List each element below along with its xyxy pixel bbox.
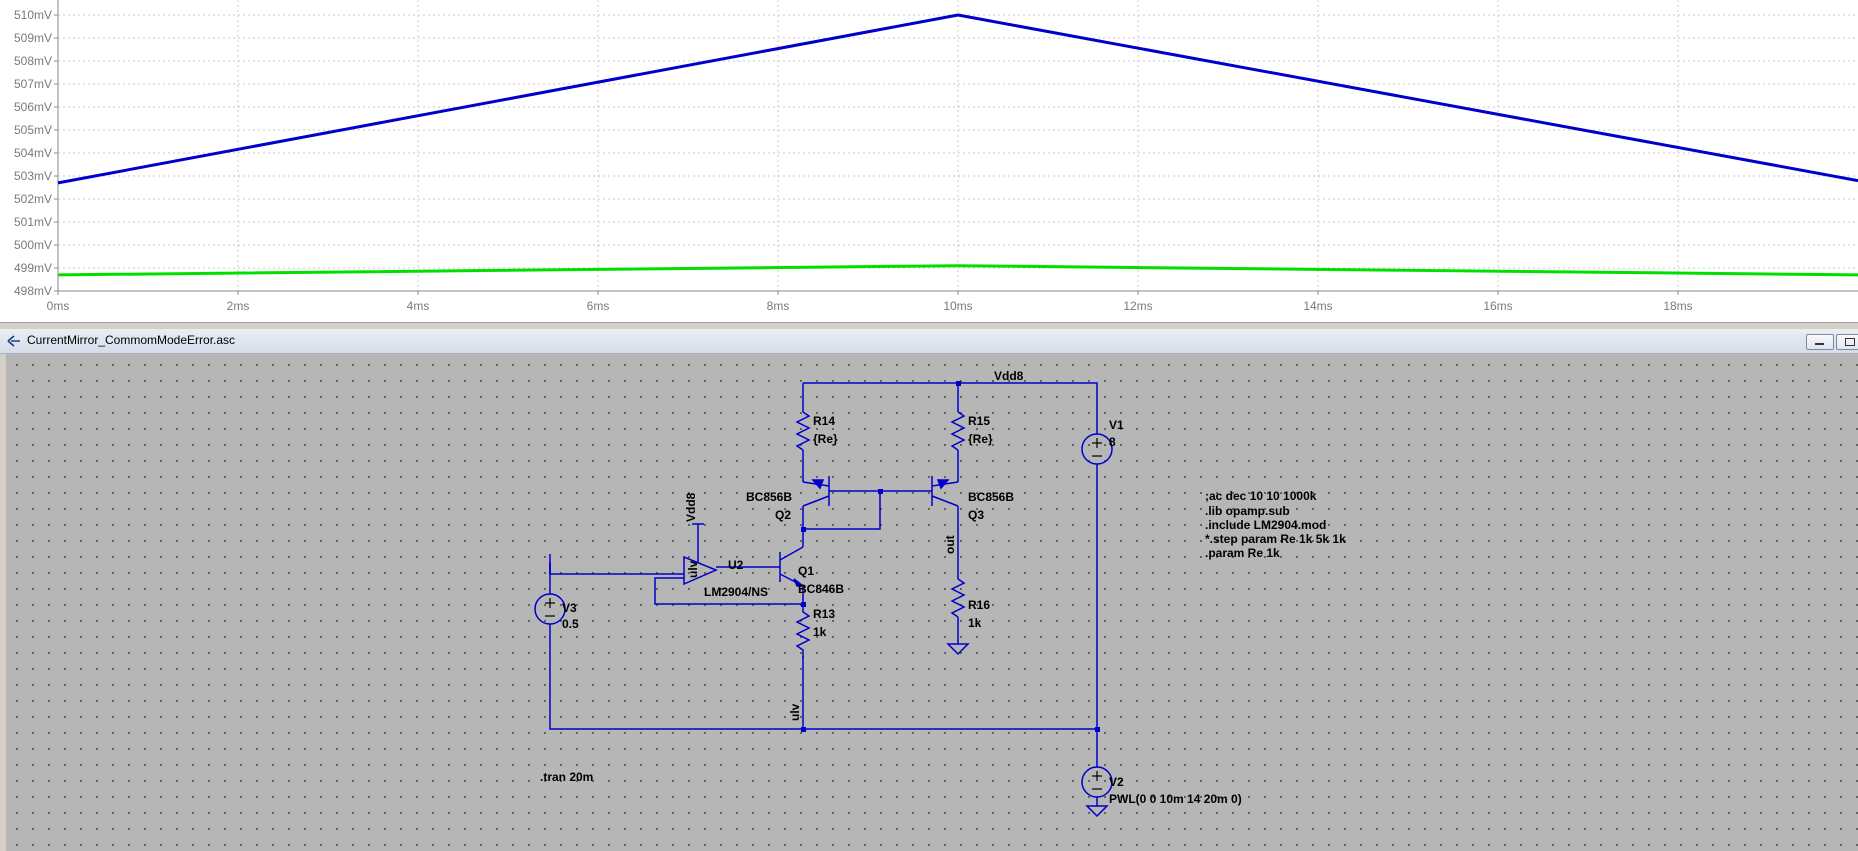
y-tick-label: 510mV: [14, 8, 52, 22]
waveform-plot-pane[interactable]: 498mV 499mV 500mV 501mV 502mV 503mV 504mV 505mV…: [0, 0, 1858, 322]
R13-name: R13: [813, 607, 835, 621]
waveform-chart[interactable]: 498mV 499mV 500mV 501mV 502mV 503mV 504mV 505mV…: [0, 0, 1858, 322]
y-tick-label: 501mV: [14, 215, 52, 229]
transistor-Q1-arrow: [793, 578, 806, 587]
wire: [549, 624, 1097, 730]
schematic-window-title-bar[interactable]: CurrentMirror_CommomModeError.asc: [0, 329, 1858, 354]
schematic-window-title: CurrentMirror_CommomModeError.asc: [27, 333, 236, 347]
wire: [802, 495, 830, 507]
ground-symbol: [1085, 805, 1109, 818]
Q2-model: BC856B: [746, 490, 792, 504]
y-tick-label: 507mV: [14, 77, 52, 91]
y-tick-label: 508mV: [14, 54, 52, 68]
y-tick-label: 499mV: [14, 261, 52, 275]
junction-dot: [801, 602, 806, 607]
x-tick-label: 2ms: [227, 299, 250, 313]
y-tick-label: 503mV: [14, 169, 52, 183]
Q2-name: Q2: [775, 508, 791, 522]
series-line-1[interactable]: [57, 13, 1858, 185]
V1-name: V1: [1109, 418, 1124, 432]
y-tick-label: 506mV: [14, 100, 52, 114]
net-label-vdd: Vdd8: [994, 369, 1024, 383]
x-tick-label: 12ms: [1123, 299, 1152, 313]
spice-directive-line[interactable]: *.step param Re 1k 5k 1k: [1205, 532, 1346, 546]
U2-name: U2: [728, 558, 744, 572]
schematic-drawing[interactable]: Vdd8 Vdd8 out ulv ulv R14 {Re} R15 {Re} …: [0, 354, 1858, 851]
junction-dot: [878, 489, 883, 494]
resistor-R16-symbol: [950, 578, 966, 618]
x-tick-label: 10ms: [943, 299, 972, 313]
Q3-model: BC856B: [968, 490, 1014, 504]
x-tick-label: 18ms: [1663, 299, 1692, 313]
tran-directive[interactable]: .tran 20m: [540, 770, 593, 784]
minimize-icon: [1815, 343, 1824, 345]
wire: [549, 554, 684, 575]
wire-vdd-rail: [803, 382, 1098, 434]
R16-name: R16: [968, 598, 990, 612]
transistor-Q2-arrow: [811, 479, 825, 490]
R13-value: 1k: [813, 625, 827, 639]
series-line-2[interactable]: [57, 264, 1858, 277]
schematic-canvas[interactable]: [0, 354, 1858, 851]
wire: [803, 491, 881, 530]
net-label-ulv-opamp: ulv: [686, 560, 700, 578]
minimize-button[interactable]: [1806, 334, 1834, 350]
U2-model: LM2904/NS: [704, 585, 768, 599]
y-tick-label: 504mV: [14, 146, 52, 160]
spice-directive-line[interactable]: ;ac dec 10 10 1000k: [1205, 489, 1317, 503]
spice-directive-line[interactable]: .include LM2904.mod: [1205, 518, 1326, 532]
opamp-U2-symbol: [683, 555, 718, 586]
wire: [779, 546, 804, 561]
y-tick-label: 505mV: [14, 123, 52, 137]
R14-name: R14: [813, 414, 835, 428]
V3-value: 0.5: [562, 617, 579, 631]
x-tick-label: 4ms: [407, 299, 430, 313]
y-tick-label: 502mV: [14, 192, 52, 206]
Q1-name: Q1: [798, 564, 814, 578]
R15-value: {Re}: [968, 432, 993, 446]
net-label-ulv: ulv: [788, 703, 802, 721]
resistor-R13-symbol: [795, 604, 811, 658]
ltspice-schematic-icon: [7, 335, 20, 347]
pane-splitter[interactable]: [0, 322, 1858, 329]
junction-dot: [1095, 727, 1100, 732]
ground-symbol: [946, 643, 970, 656]
R16-value: 1k: [968, 616, 982, 630]
x-tick-label: 8ms: [767, 299, 790, 313]
net-label-out: out: [943, 535, 957, 554]
wire: [654, 577, 803, 605]
Q3-name: Q3: [968, 508, 984, 522]
net-label-vdd-opamp: Vdd8: [684, 492, 698, 522]
x-tick-label: 0ms: [47, 299, 70, 313]
x-tick-label: 16ms: [1483, 299, 1512, 313]
V1-value: 8: [1109, 435, 1116, 449]
resistor-R15-symbol: [950, 411, 966, 451]
R15-name: R15: [968, 414, 990, 428]
resistor-R14-symbol: [795, 411, 811, 451]
maximize-icon: [1845, 338, 1855, 346]
y-tick-label: 498mV: [14, 284, 52, 298]
y-tick-label: 509mV: [14, 31, 52, 45]
R14-value: {Re}: [813, 432, 838, 446]
wire: [931, 495, 959, 507]
y-tick-label: 500mV: [14, 238, 52, 252]
V2-value: PWL(0 0 10m 14 20m 0): [1109, 792, 1242, 806]
V2-name: V2: [1109, 775, 1124, 789]
spice-directive-line[interactable]: .param Re 1k: [1205, 546, 1280, 560]
V3-name: V3: [562, 601, 577, 615]
transistor-Q3-arrow: [936, 479, 950, 490]
x-tick-label: 14ms: [1303, 299, 1332, 313]
junction-dot: [801, 527, 806, 532]
maximize-button[interactable]: [1836, 334, 1858, 350]
x-tick-label: 6ms: [587, 299, 610, 313]
junction-dot: [801, 727, 806, 732]
spice-directive-line[interactable]: .lib opamp.sub: [1205, 504, 1290, 518]
Q1-model: BC846B: [798, 582, 844, 596]
junction-dot: [956, 381, 961, 386]
